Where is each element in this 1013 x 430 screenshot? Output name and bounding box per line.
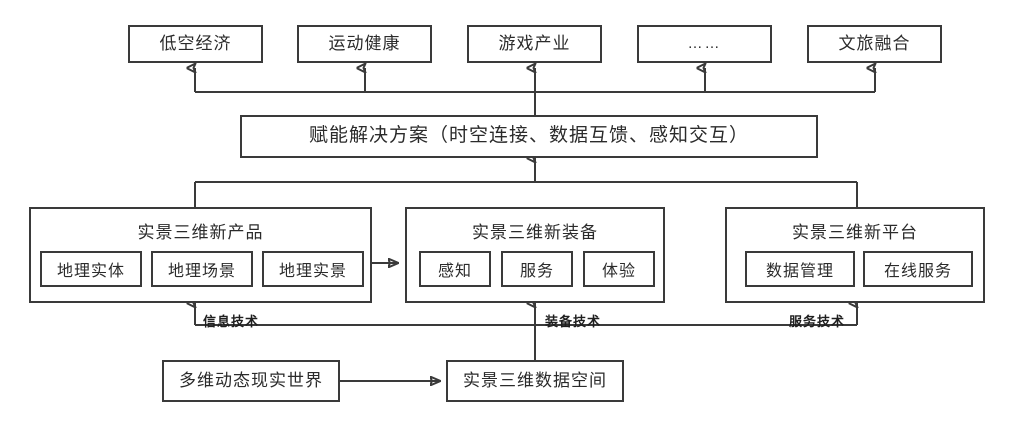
app-box-label: 文旅融合 xyxy=(838,33,911,53)
app-box-label: 运动健康 xyxy=(328,33,401,53)
solution-box[interactable]: 赋能解决方案（时空连接、数据互馈、感知交互） xyxy=(240,115,818,158)
app-box-label: 低空经济 xyxy=(159,33,232,53)
sub-box-label: 在线服务 xyxy=(883,263,952,280)
sub-box-geo-reality[interactable]: 地理实景 xyxy=(262,251,364,287)
app-box-ellipsis[interactable]: …… xyxy=(637,25,772,63)
capability-group-title: 实景三维新产品 xyxy=(137,223,264,242)
capability-group-new-equipment[interactable]: 实景三维新装备 感知 服务 体验 xyxy=(405,207,665,303)
capability-group-title: 实景三维新平台 xyxy=(792,223,918,242)
edge-label-service-technology: 服务技术 xyxy=(789,311,845,330)
foundation-box-data-space[interactable]: 实景三维数据空间 xyxy=(446,360,624,402)
sub-box-label: 体验 xyxy=(601,263,636,280)
technology-bus xyxy=(195,303,857,326)
sub-box-service[interactable]: 服务 xyxy=(501,251,573,287)
app-box-game-industry[interactable]: 游戏产业 xyxy=(467,25,602,63)
sub-box-online-service[interactable]: 在线服务 xyxy=(863,251,973,287)
capability-to-solution-bracket xyxy=(194,158,858,207)
sub-box-experience[interactable]: 体验 xyxy=(583,251,655,287)
application-distribution-bus xyxy=(195,68,875,93)
sub-box-label: 感知 xyxy=(437,263,472,280)
sub-box-label: 地理场景 xyxy=(167,263,236,280)
foundation-box-label: 多维动态现实世界 xyxy=(179,370,323,390)
foundation-box-real-world[interactable]: 多维动态现实世界 xyxy=(162,360,340,402)
sub-box-label: 服务 xyxy=(519,263,554,280)
sub-box-perception[interactable]: 感知 xyxy=(419,251,491,287)
edge-label-text: 装备技术 xyxy=(545,314,602,329)
sub-box-label: 地理实体 xyxy=(56,263,125,280)
capability-group-new-product[interactable]: 实景三维新产品 地理实体 地理场景 地理实景 xyxy=(29,207,372,303)
sub-box-geo-entity[interactable]: 地理实体 xyxy=(40,251,142,287)
sub-box-label: 数据管理 xyxy=(765,263,834,280)
edge-label-text: 信息技术 xyxy=(203,314,260,329)
app-box-label: …… xyxy=(687,34,722,52)
edge-label-equipment-technology: 装备技术 xyxy=(545,311,601,330)
sub-box-geo-scene[interactable]: 地理场景 xyxy=(151,251,253,287)
sub-box-data-management[interactable]: 数据管理 xyxy=(745,251,855,287)
sub-box-label: 地理实景 xyxy=(278,263,347,280)
capability-group-new-platform[interactable]: 实景三维新平台 数据管理 在线服务 xyxy=(725,207,985,303)
app-box-low-altitude-economy[interactable]: 低空经济 xyxy=(128,25,263,63)
capability-group-title: 实景三维新装备 xyxy=(472,223,598,242)
app-box-label: 游戏产业 xyxy=(498,33,571,53)
foundation-box-label: 实景三维数据空间 xyxy=(463,370,607,390)
edge-label-text: 服务技术 xyxy=(789,314,846,329)
app-box-culture-tourism[interactable]: 文旅融合 xyxy=(807,25,942,63)
edge-label-information-technology: 信息技术 xyxy=(203,311,259,330)
app-box-sports-health[interactable]: 运动健康 xyxy=(297,25,432,63)
solution-label: 赋能解决方案（时空连接、数据互馈、感知交互） xyxy=(308,125,749,147)
